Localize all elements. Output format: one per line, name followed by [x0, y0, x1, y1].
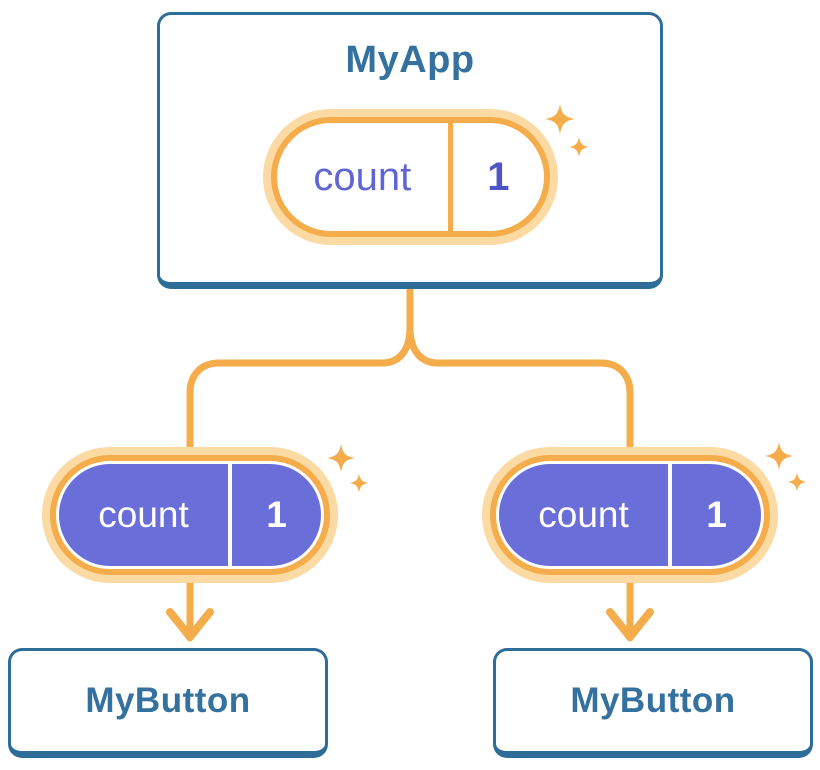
state-pill-root-body: count 1 [270, 117, 550, 237]
state-pill-root: count 1 [262, 109, 558, 245]
component-title-child-right: MyButton [570, 681, 736, 720]
prop-pill-left: count 1 [42, 447, 338, 583]
pill-divider [448, 123, 454, 231]
sparkle-icon [349, 473, 369, 493]
sparkle-icon [765, 442, 793, 470]
prop-label: count [538, 494, 629, 535]
prop-label: count [98, 494, 189, 535]
state-label: count [313, 154, 412, 199]
arrow-down-icon-right [606, 608, 654, 641]
component-card-child-right: MyButton [493, 648, 813, 758]
sparkle-icon [787, 472, 807, 492]
component-card-child-left: MyButton [8, 648, 328, 758]
prop-pill-left-inner: count 1 [59, 464, 321, 566]
prop-pill-right-inner: count 1 [499, 464, 761, 566]
prop-pill-left-body: count 1 [50, 455, 330, 575]
prop-value: 1 [266, 494, 287, 535]
arrow-down-icon-left [166, 608, 214, 641]
state-value: 1 [487, 154, 510, 199]
prop-pill-right-body: count 1 [490, 455, 770, 575]
component-title-root: MyApp [345, 39, 475, 81]
component-title-child-left: MyButton [85, 681, 251, 720]
branch-connector-right [406, 280, 634, 466]
prop-value: 1 [706, 494, 727, 535]
prop-pill-right: count 1 [482, 447, 778, 583]
sparkle-icon [327, 444, 355, 472]
component-card-root: MyApp count 1 [157, 12, 663, 289]
pill-divider [668, 464, 673, 566]
branch-connector-left [186, 280, 414, 466]
pill-divider [228, 464, 233, 566]
